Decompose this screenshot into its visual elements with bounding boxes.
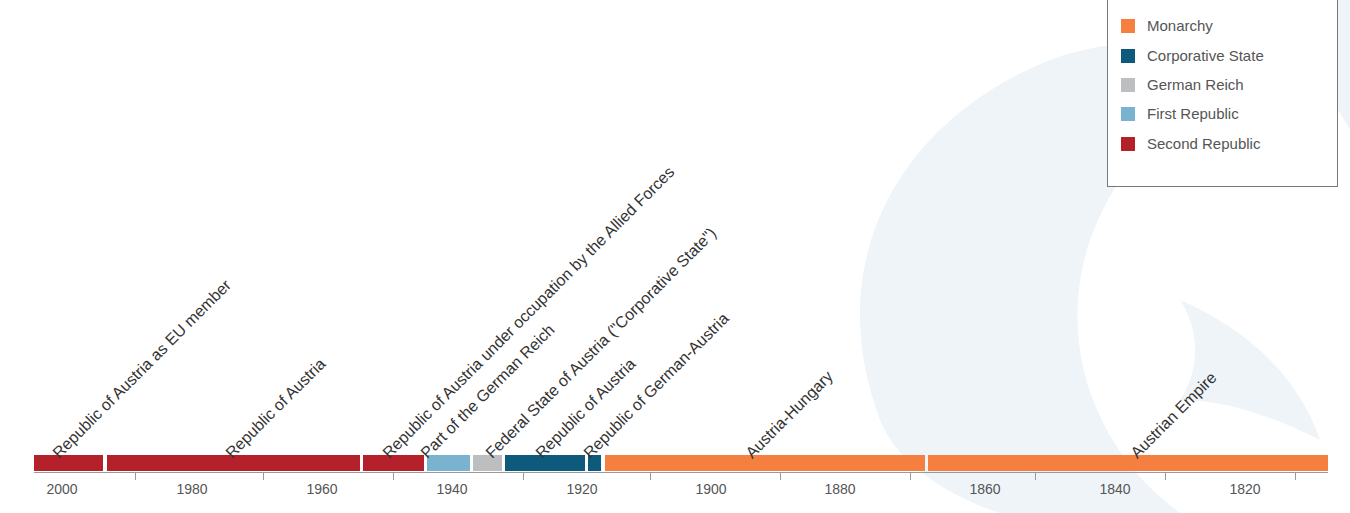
period-label: Austrian Empire [1127, 369, 1220, 462]
legend-swatch [1121, 107, 1135, 121]
axis-year: 1820 [1229, 481, 1260, 497]
legend-entry: Corporative State [1108, 47, 1337, 65]
timeline-segment: Republic of German-Austria [588, 455, 601, 471]
axis-tick [650, 472, 651, 480]
axis-tick [1035, 472, 1036, 480]
legend-swatch [1121, 78, 1135, 92]
period-label: Federal State of Austria ("Corporative S… [482, 224, 720, 462]
legend-swatch [1121, 19, 1135, 33]
axis-year: 1960 [306, 481, 337, 497]
period-label: Austria-Hungary [742, 368, 836, 462]
watermark [860, 0, 1350, 513]
axis-tick [1295, 472, 1296, 480]
axis-tick [523, 472, 524, 480]
legend-label: Monarchy [1147, 17, 1213, 35]
axis-year: 2000 [46, 481, 77, 497]
watermark-shape [860, 43, 1300, 513]
axis [34, 472, 1328, 480]
axis-tick [135, 472, 136, 480]
legend-entry: Monarchy [1108, 17, 1337, 35]
legend-box: MonarchyCorporative StateGerman ReichFir… [1107, 0, 1338, 187]
axis-tick [393, 472, 394, 480]
legend-entry: Second Republic [1108, 135, 1337, 153]
legend-entry: First Republic [1108, 105, 1337, 123]
axis-year: 1980 [176, 481, 207, 497]
timeline-segment: Federal State of Austria ("Corporative S… [473, 455, 502, 471]
axis-tick [910, 472, 911, 480]
axis-year: 1900 [695, 481, 726, 497]
legend-label: German Reich [1147, 76, 1244, 94]
timeline-segment: Republic of Austria under occupation by … [363, 455, 424, 471]
axis-tick [263, 472, 264, 480]
axis-year: 1840 [1099, 481, 1130, 497]
timeline-segment: Austrian Empire [928, 455, 1328, 471]
watermark-shape [1180, 300, 1320, 440]
timeline-segment: Austria-Hungary [605, 455, 925, 471]
period-label: Republic of Austria as EU member [49, 276, 235, 462]
legend-swatch [1121, 137, 1135, 151]
timeline-segment: Republic of Austria [505, 455, 585, 471]
axis-tick [780, 472, 781, 480]
axis-year: 1860 [969, 481, 1000, 497]
timeline-segment: Republic of Austria as EU member [34, 455, 103, 471]
axis-tick [1165, 472, 1166, 480]
axis-year: 1880 [824, 481, 855, 497]
legend-label: First Republic [1147, 105, 1239, 123]
legend-swatch [1121, 49, 1135, 63]
legend-label: Corporative State [1147, 47, 1264, 65]
legend-label: Second Republic [1147, 135, 1260, 153]
legend-entry: German Reich [1108, 76, 1337, 94]
period-label: Republic of Austria [222, 355, 329, 462]
axis-year: 1920 [566, 481, 597, 497]
axis-line [34, 472, 1328, 473]
axis-year: 1940 [436, 481, 467, 497]
timeline-segment: Part of the German Reich [427, 455, 470, 471]
timeline-segment: Republic of Austria [107, 455, 360, 471]
